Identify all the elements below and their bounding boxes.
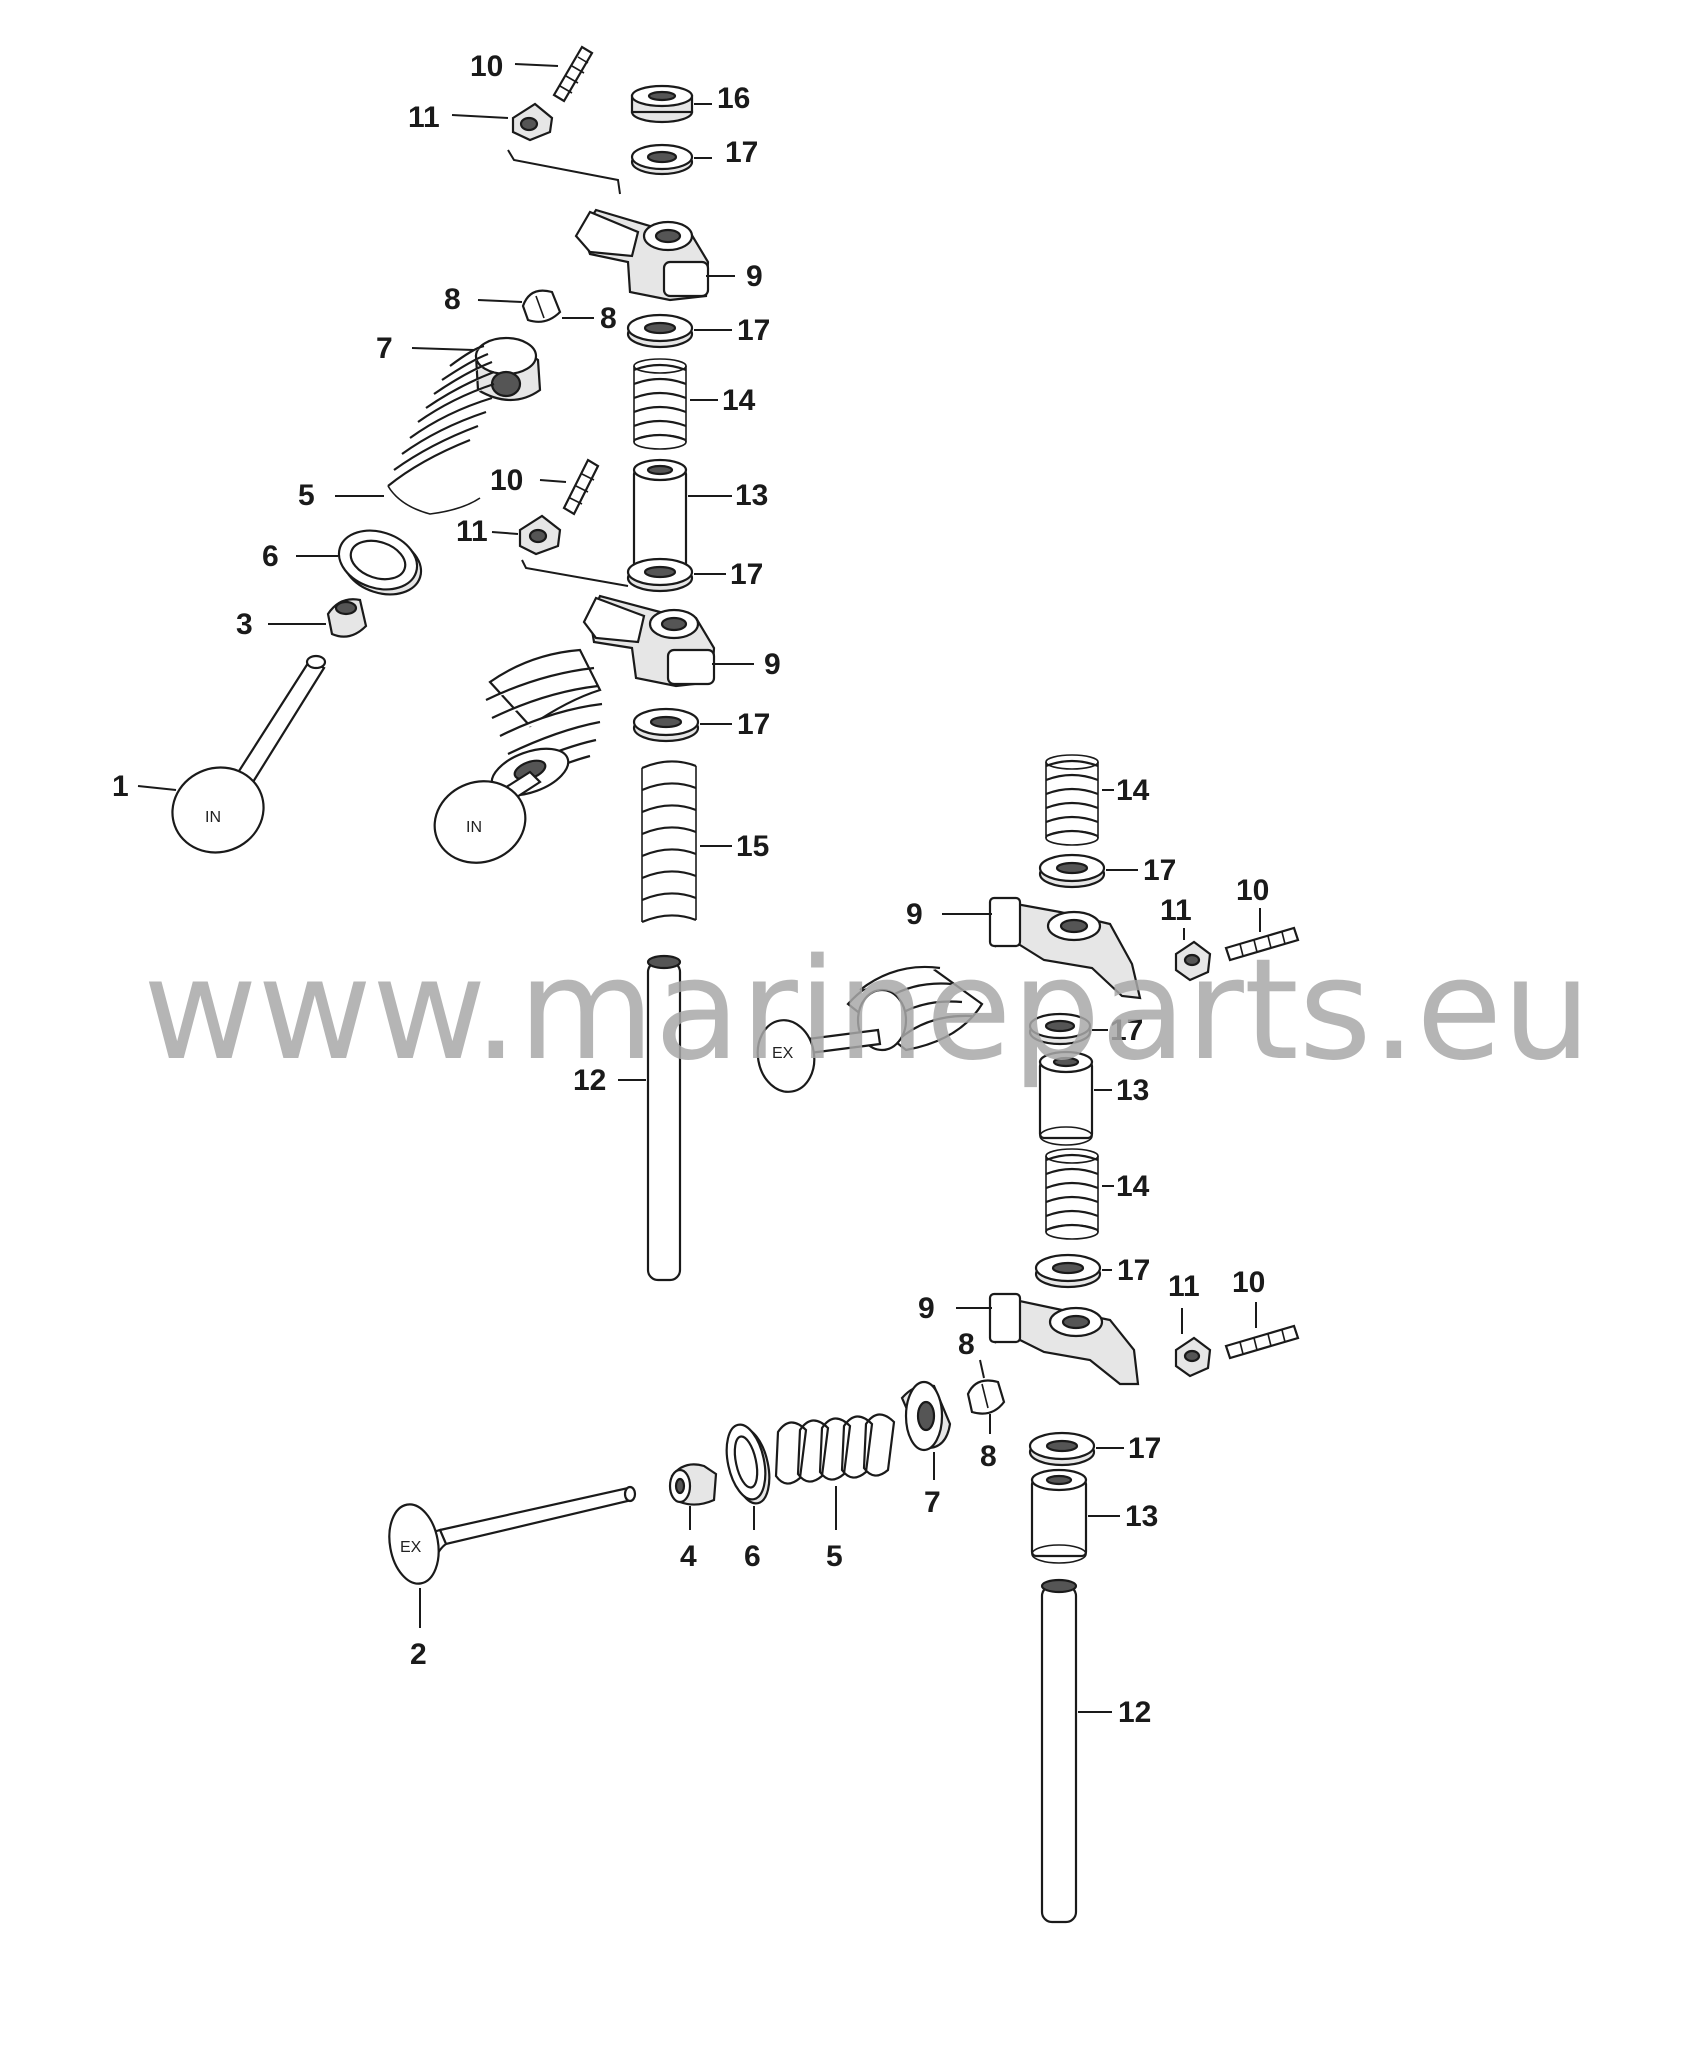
- valve-guide-4: [668, 1463, 718, 1506]
- intake-valve-assembly: IN: [433, 648, 603, 864]
- tappet-sleeve-13-b: [1038, 1050, 1094, 1146]
- label-8: 8: [444, 283, 461, 316]
- label-17: 17: [1117, 1254, 1150, 1287]
- label-17: 17: [1110, 1014, 1143, 1047]
- rocker-arm-c: [988, 896, 1142, 1000]
- rocker-nut-mid: [518, 514, 562, 556]
- label-13: 13: [1125, 1500, 1158, 1533]
- rocker-stud-top: [552, 45, 594, 103]
- rocker-pivot-16: [630, 84, 694, 124]
- label-8: 8: [980, 1440, 997, 1473]
- label-13: 13: [1116, 1074, 1149, 1107]
- label-17: 17: [737, 708, 770, 741]
- rocker-spring-14-c: [1045, 1148, 1099, 1240]
- label-17: 17: [737, 314, 770, 347]
- label-7: 7: [924, 1486, 941, 1519]
- label-6: 6: [744, 1540, 761, 1573]
- label-11: 11: [1168, 1270, 1200, 1303]
- label-3: 3: [236, 608, 253, 641]
- label-2: 2: [410, 1638, 427, 1671]
- tappet-spring-15: [641, 760, 697, 924]
- label-5: 5: [298, 479, 315, 512]
- rocker-nut-right-a: [1174, 940, 1212, 982]
- spring-retainer-a: [474, 336, 542, 401]
- label-17: 17: [1128, 1432, 1161, 1465]
- label-8: 8: [958, 1328, 975, 1361]
- label-9: 9: [764, 648, 781, 681]
- label-10: 10: [470, 50, 503, 83]
- valve-spring-b: [774, 1413, 896, 1485]
- exhaust-valve-stamp: EX: [400, 1539, 422, 1556]
- label-17: 17: [1143, 854, 1176, 887]
- exhaust-valve-assembly: EX: [756, 965, 984, 1093]
- rocker-stud-right-b: [1224, 1324, 1300, 1360]
- valve-spring-a: [387, 344, 495, 515]
- label-4: 4: [680, 1540, 697, 1573]
- label-16: 16: [717, 82, 750, 115]
- label-13: 13: [735, 479, 768, 512]
- label-9: 9: [906, 898, 923, 931]
- tappet-sleeve-13-a: [632, 458, 688, 578]
- rocker-spring-14-b: [1045, 754, 1099, 846]
- label-15: 15: [736, 830, 769, 863]
- washer-17-b: [626, 313, 694, 349]
- label-6: 6: [262, 540, 279, 573]
- label-12: 12: [573, 1064, 606, 1097]
- washer-17-c: [626, 557, 694, 593]
- valve-stem-seal-a: [337, 529, 423, 596]
- intake-valve-stamp: IN: [205, 809, 221, 826]
- exhaust-assembly-stamp: EX: [772, 1045, 794, 1062]
- label-14: 14: [1116, 1170, 1150, 1203]
- washer-17-f: [1028, 1012, 1092, 1046]
- label-5: 5: [826, 1540, 843, 1573]
- label-9: 9: [746, 260, 763, 293]
- label-12: 12: [1118, 1696, 1151, 1729]
- rocker-nut-top: [511, 102, 554, 142]
- intake-valve-1: IN: [171, 654, 327, 854]
- label-17: 17: [730, 558, 763, 591]
- label-7: 7: [376, 332, 393, 365]
- rocker-arm-d: [988, 1292, 1140, 1386]
- label-11: 11: [456, 515, 488, 548]
- washer-17-a: [630, 143, 694, 176]
- valve-collet-b: [966, 1379, 1006, 1415]
- label-14: 14: [1116, 774, 1150, 807]
- label-10: 10: [1236, 874, 1269, 907]
- washer-17-e: [1038, 853, 1106, 889]
- intake-assembly-stamp: IN: [466, 819, 482, 836]
- label-8: 8: [600, 302, 617, 335]
- label-11: 11: [408, 101, 440, 134]
- label-1: 1: [112, 770, 129, 803]
- valve-guide-3: [326, 598, 368, 638]
- rocker-stud-mid: [562, 458, 600, 516]
- washer-17-d: [632, 707, 700, 743]
- rocker-arm-b: [582, 594, 716, 688]
- washer-17-h: [1028, 1431, 1096, 1467]
- rocker-stud-right-a: [1224, 926, 1300, 962]
- pushrod-12-a: [646, 954, 682, 1282]
- valve-collet-a: [521, 289, 562, 323]
- rocker-nut-right-b: [1174, 1336, 1212, 1378]
- exhaust-valve-2: EX: [388, 1485, 637, 1585]
- label-9: 9: [918, 1292, 935, 1325]
- rocker-arm-a: [574, 208, 710, 302]
- label-10: 10: [490, 464, 523, 497]
- valve-stem-seal-b: [725, 1423, 771, 1505]
- pushrod-12-b: [1040, 1578, 1078, 1924]
- label-11: 11: [1160, 894, 1192, 927]
- tappet-sleeve-13-c: [1030, 1468, 1088, 1564]
- label-10: 10: [1232, 1266, 1265, 1299]
- spring-retainer-b: [900, 1380, 952, 1452]
- label-17: 17: [725, 136, 758, 169]
- label-14: 14: [722, 384, 756, 417]
- washer-17-g: [1034, 1253, 1102, 1289]
- rocker-spring-14-a: [633, 358, 687, 450]
- watermark: www.marineparts.eu: [143, 929, 1591, 1092]
